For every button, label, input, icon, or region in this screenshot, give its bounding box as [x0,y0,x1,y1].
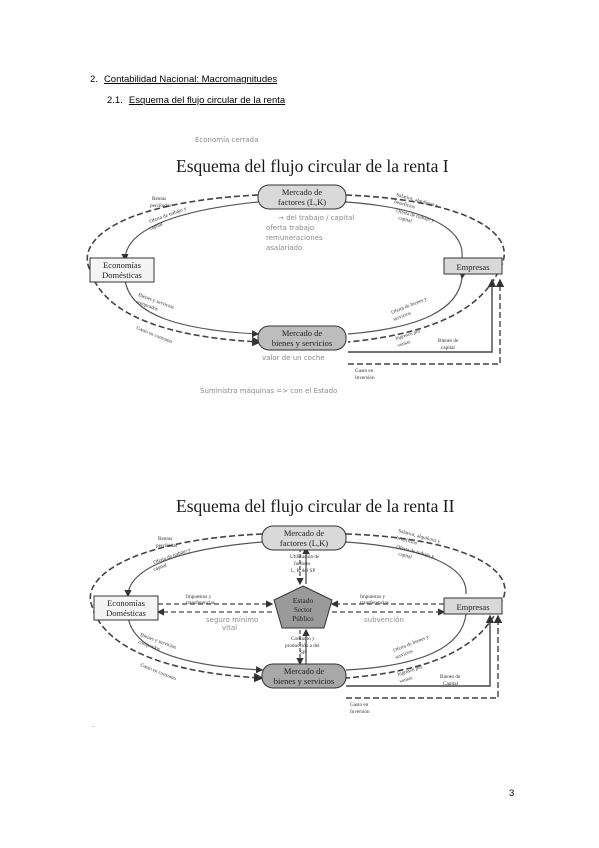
investment-loop [346,614,503,699]
flow-outer-loop [89,533,264,683]
investment-loop [346,614,495,687]
label-bienes-capital-2: capital [441,345,455,351]
label-impuestos-right-1: Impuestos y [360,594,386,600]
label-rentas-2: percibidas [150,203,171,209]
subsection-title: Esquema del flujo circular de la renta [128,95,286,106]
households-label-2: Domésticas [106,608,146,618]
hand-note-4: asalariado [266,244,302,252]
label-oferta-left-2: capital [149,221,165,232]
flow-inner-loop [347,271,467,335]
households-label-1: Economías [103,260,141,270]
label-impuestos-left-2: transferencias [186,599,215,606]
households-node: Economías Domésticas [93,595,159,621]
households-label-2: Domésticas [102,270,142,280]
flow-inner-loop [339,197,463,259]
label-bienes-capital-2: Capital [443,681,459,687]
section-heading-2: 2. Contabilidad Nacional: Macromagnitudes [90,74,277,85]
firms-node: Empresas [443,597,503,615]
label-consumo-sp-1: Consumo y [291,636,315,642]
hand-note-1: → del trabajo / capital [278,214,354,222]
factors-market-label-1: Mercado de [282,187,323,197]
flow-outer-loop [86,194,262,347]
flow-inner-loop [339,537,467,595]
firms-label: Empresas [456,262,489,272]
state-node: Estado Sector Público [273,585,333,629]
factors-market-node: Mercado de factores (L,K) [257,184,347,210]
label-rentas-2: percibidas [156,543,177,549]
label-utilizacion-3: L, K del SP [291,568,315,574]
label-gasto-inversion-2: Inversión [355,375,375,381]
firms-label: Empresas [456,602,489,612]
label-utilizacion-1: Utilización de [290,554,320,560]
goods-market-label-1: Mercado de [282,328,323,338]
flow-inner-loop [124,541,263,598]
subsection-heading-2-1: 2.1. Esquema del flujo circular de la ren… [107,95,285,106]
label-oferta-right-2: capital [397,551,412,561]
households-label-1: Economías [107,598,145,608]
state-label-2: Sector [294,606,313,614]
hand-note-left-2: vital [222,624,237,632]
hand-note-2: oferta trabajo [266,224,314,232]
section-title: Contabilidad Nacional: Macromagnitudes [103,74,278,85]
households-node: Economías Domésticas [89,257,155,283]
label-bienes-capital-1: Bienes de [438,338,459,344]
state-label-3: Público [292,615,314,623]
hand-note-5: valor de un coche [262,354,325,362]
factors-market-node: Mercado de factores (L,K) [261,525,347,551]
goods-market-label-2: bienes y servicios [272,338,332,348]
goods-market-node: Mercado de bienes y servicios [257,325,347,351]
label-bienes-capital-1: Bienes de [440,674,461,680]
hand-note-3: remuneraciones [266,234,323,242]
label-gasto-inversion-1: Gasto en [355,368,374,374]
flow-inner-loop [345,607,471,671]
label-gasto-consumo: Gasto en consumo [139,662,177,682]
firms-node: Empresas [443,257,503,275]
label-impuestos-right-2: transferencias [360,599,389,606]
page-number: 3 [509,788,515,799]
label-oferta-left-2: capital [153,562,169,573]
circular-flow-diagram-2: Esquema del flujo circular de la renta I… [89,496,506,715]
label-ingresos-2: ventas [399,675,413,685]
label-impuestos-left-1: Impuestos y [186,594,212,600]
label-ingresos-2: ventas [397,339,411,349]
goods-market-node: Mercado de bienes y servicios [261,663,347,689]
circular-flow-diagram-1: Economía cerrada Esquema del flujo circu… [86,136,506,395]
label-oferta-right-2: capital [397,215,412,225]
flow-inner-loop [121,201,259,262]
section-number: 2. [90,74,98,85]
flow-inner-loop [124,279,260,338]
label-consumo-sp-3: SP [300,650,306,656]
hand-note-right: subvención [364,616,404,624]
investment-loop [348,278,497,353]
hand-note-left-1: seguro mínimo [206,616,258,624]
handwritten-note-top: Economía cerrada [195,136,258,144]
label-consumo-sp-2: producción a del [285,643,320,649]
subsection-number: 2.1. [107,95,123,106]
label-rentas-1: Rentas [152,196,166,202]
label-gasto-inversion-2: Inversión [350,709,370,715]
label-utilizacion-2: factores [294,560,310,567]
stray-mark: . [92,720,95,729]
handwritten-note-bottom: Suministra máquinas => con el Estado [200,387,337,395]
state-label-1: Estado [293,596,314,605]
label-gasto-inversion-1: Gasto en [350,702,369,708]
factors-market-label-1: Mercado de [284,528,325,538]
diagram-title: Esquema del flujo circular de la renta I [176,156,449,176]
diagram-title: Esquema del flujo circular de la renta I… [176,496,455,516]
factors-market-label-2: factores (L,K) [278,197,326,207]
goods-market-label-1: Mercado de [284,666,325,676]
flow-inner-loop [127,615,264,674]
investment-loop [348,278,505,365]
label-rentas-1: Rentas [158,536,172,542]
factors-market-label-2: factores (L,K) [280,538,328,548]
goods-market-label-2: bienes y servicios [274,676,334,686]
